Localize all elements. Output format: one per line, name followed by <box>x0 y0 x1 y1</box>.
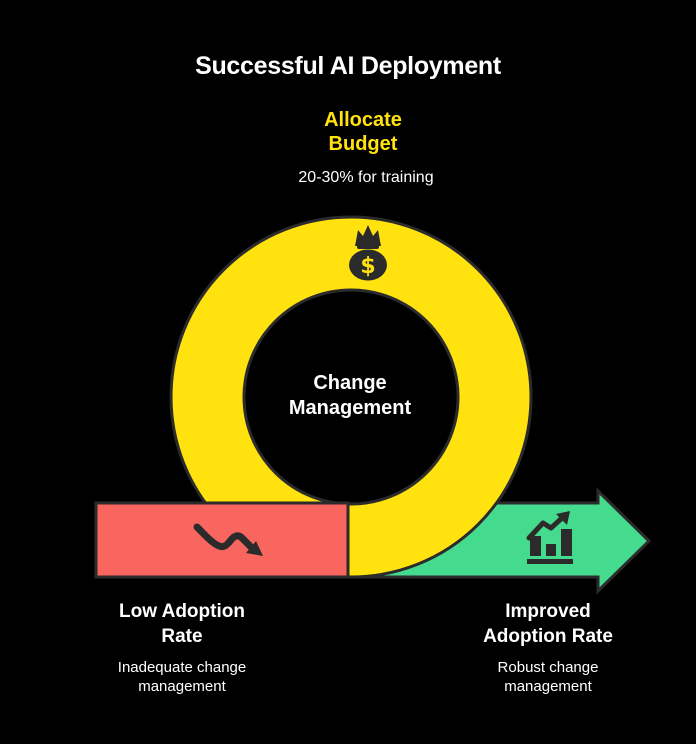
budget-step-label: Allocate Budget <box>324 109 402 155</box>
improved-adoption-heading: Improved Adoption Rate <box>483 601 613 647</box>
center-label: Change Management <box>288 372 412 419</box>
bar-chart-up-icon <box>526 511 573 564</box>
improved-adoption-subtext: Robust change management <box>497 659 599 695</box>
money-bag-icon: $ <box>349 225 387 281</box>
low-adoption-bar <box>94 501 350 579</box>
budget-step-subtext: 20-30% for training <box>298 169 434 186</box>
low-adoption-subtext: Inadequate change management <box>117 659 247 695</box>
page-title: Successful AI Deployment <box>195 52 501 80</box>
low-adoption-heading: Low Adoption Rate <box>119 601 245 647</box>
ring-inner-hole <box>242 288 460 506</box>
trend-down-icon <box>193 523 263 556</box>
dollar-sign: $ <box>360 254 375 279</box>
